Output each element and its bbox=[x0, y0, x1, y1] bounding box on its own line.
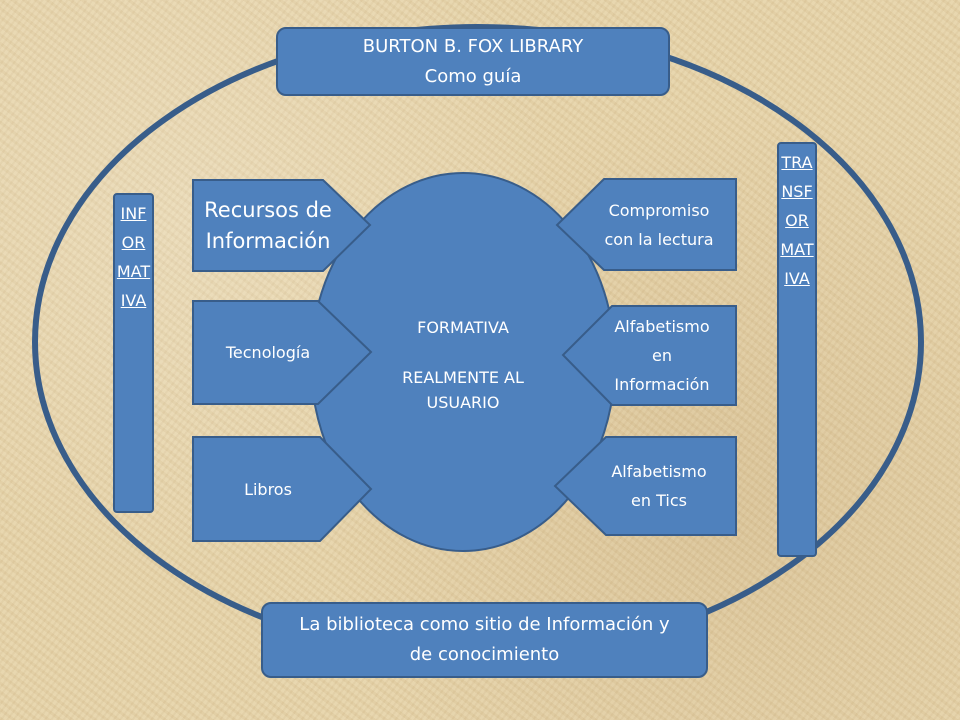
right-arrow-shape-alfabetismo-tics bbox=[553, 436, 737, 536]
right-arrow-alfabetismo-tics-line2: en Tics bbox=[631, 491, 687, 510]
library-subtitle: Como guía bbox=[424, 65, 522, 87]
informativa-vertical-box: INFORMATIVA bbox=[113, 193, 154, 513]
right-arrow-compromiso-line2: con la lectura bbox=[604, 229, 714, 249]
transformativa-vertical-box: TRANSFORMATIVA bbox=[777, 142, 817, 557]
transformativa-label: TRANSFORMATIVA bbox=[780, 153, 814, 288]
library-description-line2: de conocimiento bbox=[409, 644, 560, 665]
right-arrow-alfabetismo-informacion-line3: Información bbox=[614, 375, 710, 394]
left-arrow-recursos-line1: Recursos de bbox=[204, 197, 332, 222]
right-arrow-alfabetismo-informacion-line1: Alfabetismo bbox=[614, 317, 710, 336]
right-arrow-alfabetismo-tics-line1: Alfabetismo bbox=[611, 462, 707, 481]
right-arrow-alfabetismo-informacion-label: Alfabetismo en Información bbox=[588, 306, 736, 405]
library-description-line1: La biblioteca como sitio de Información … bbox=[299, 614, 670, 635]
right-arrow-compromiso-label: Compromiso con la lectura bbox=[582, 179, 736, 270]
center-label-line1: FORMATIVA bbox=[417, 318, 509, 337]
left-arrow-libros-line1: Libros bbox=[244, 479, 292, 499]
left-arrow-shape-recursos bbox=[192, 179, 372, 272]
library-title-box: BURTON B. FOX LIBRARY Como guía bbox=[276, 27, 670, 96]
center-label: FORMATIVA REALMENTE AL USUARIO bbox=[360, 300, 566, 430]
right-arrow-shape-compromiso bbox=[555, 178, 737, 271]
left-arrow-shape-libros bbox=[192, 436, 373, 542]
right-arrow-compromiso-line1: Compromiso bbox=[608, 200, 710, 220]
left-arrow-recursos-line2: Información bbox=[205, 228, 331, 253]
center-label-line2: REALMENTE AL bbox=[402, 368, 524, 387]
right-arrow-alfabetismo-informacion-line2: en bbox=[652, 346, 672, 365]
left-arrow-recursos-label: Recursos de Información bbox=[193, 180, 343, 271]
left-arrow-shape-tecnologia bbox=[192, 300, 373, 405]
left-arrow-libros-label: Libros bbox=[193, 437, 343, 541]
center-label-line3: USUARIO bbox=[426, 393, 500, 412]
left-arrow-tecnologia-label: Tecnología bbox=[193, 301, 343, 404]
library-description-box: La biblioteca como sitio de Información … bbox=[261, 602, 708, 678]
right-arrow-alfabetismo-tics-label: Alfabetismo en Tics bbox=[582, 437, 736, 535]
right-arrow-shape-alfabetismo-informacion bbox=[561, 305, 737, 406]
library-title: BURTON B. FOX LIBRARY bbox=[362, 35, 584, 57]
informativa-label: INFORMATIVA bbox=[116, 204, 151, 310]
left-arrow-tecnologia-line1: Tecnología bbox=[225, 343, 311, 362]
